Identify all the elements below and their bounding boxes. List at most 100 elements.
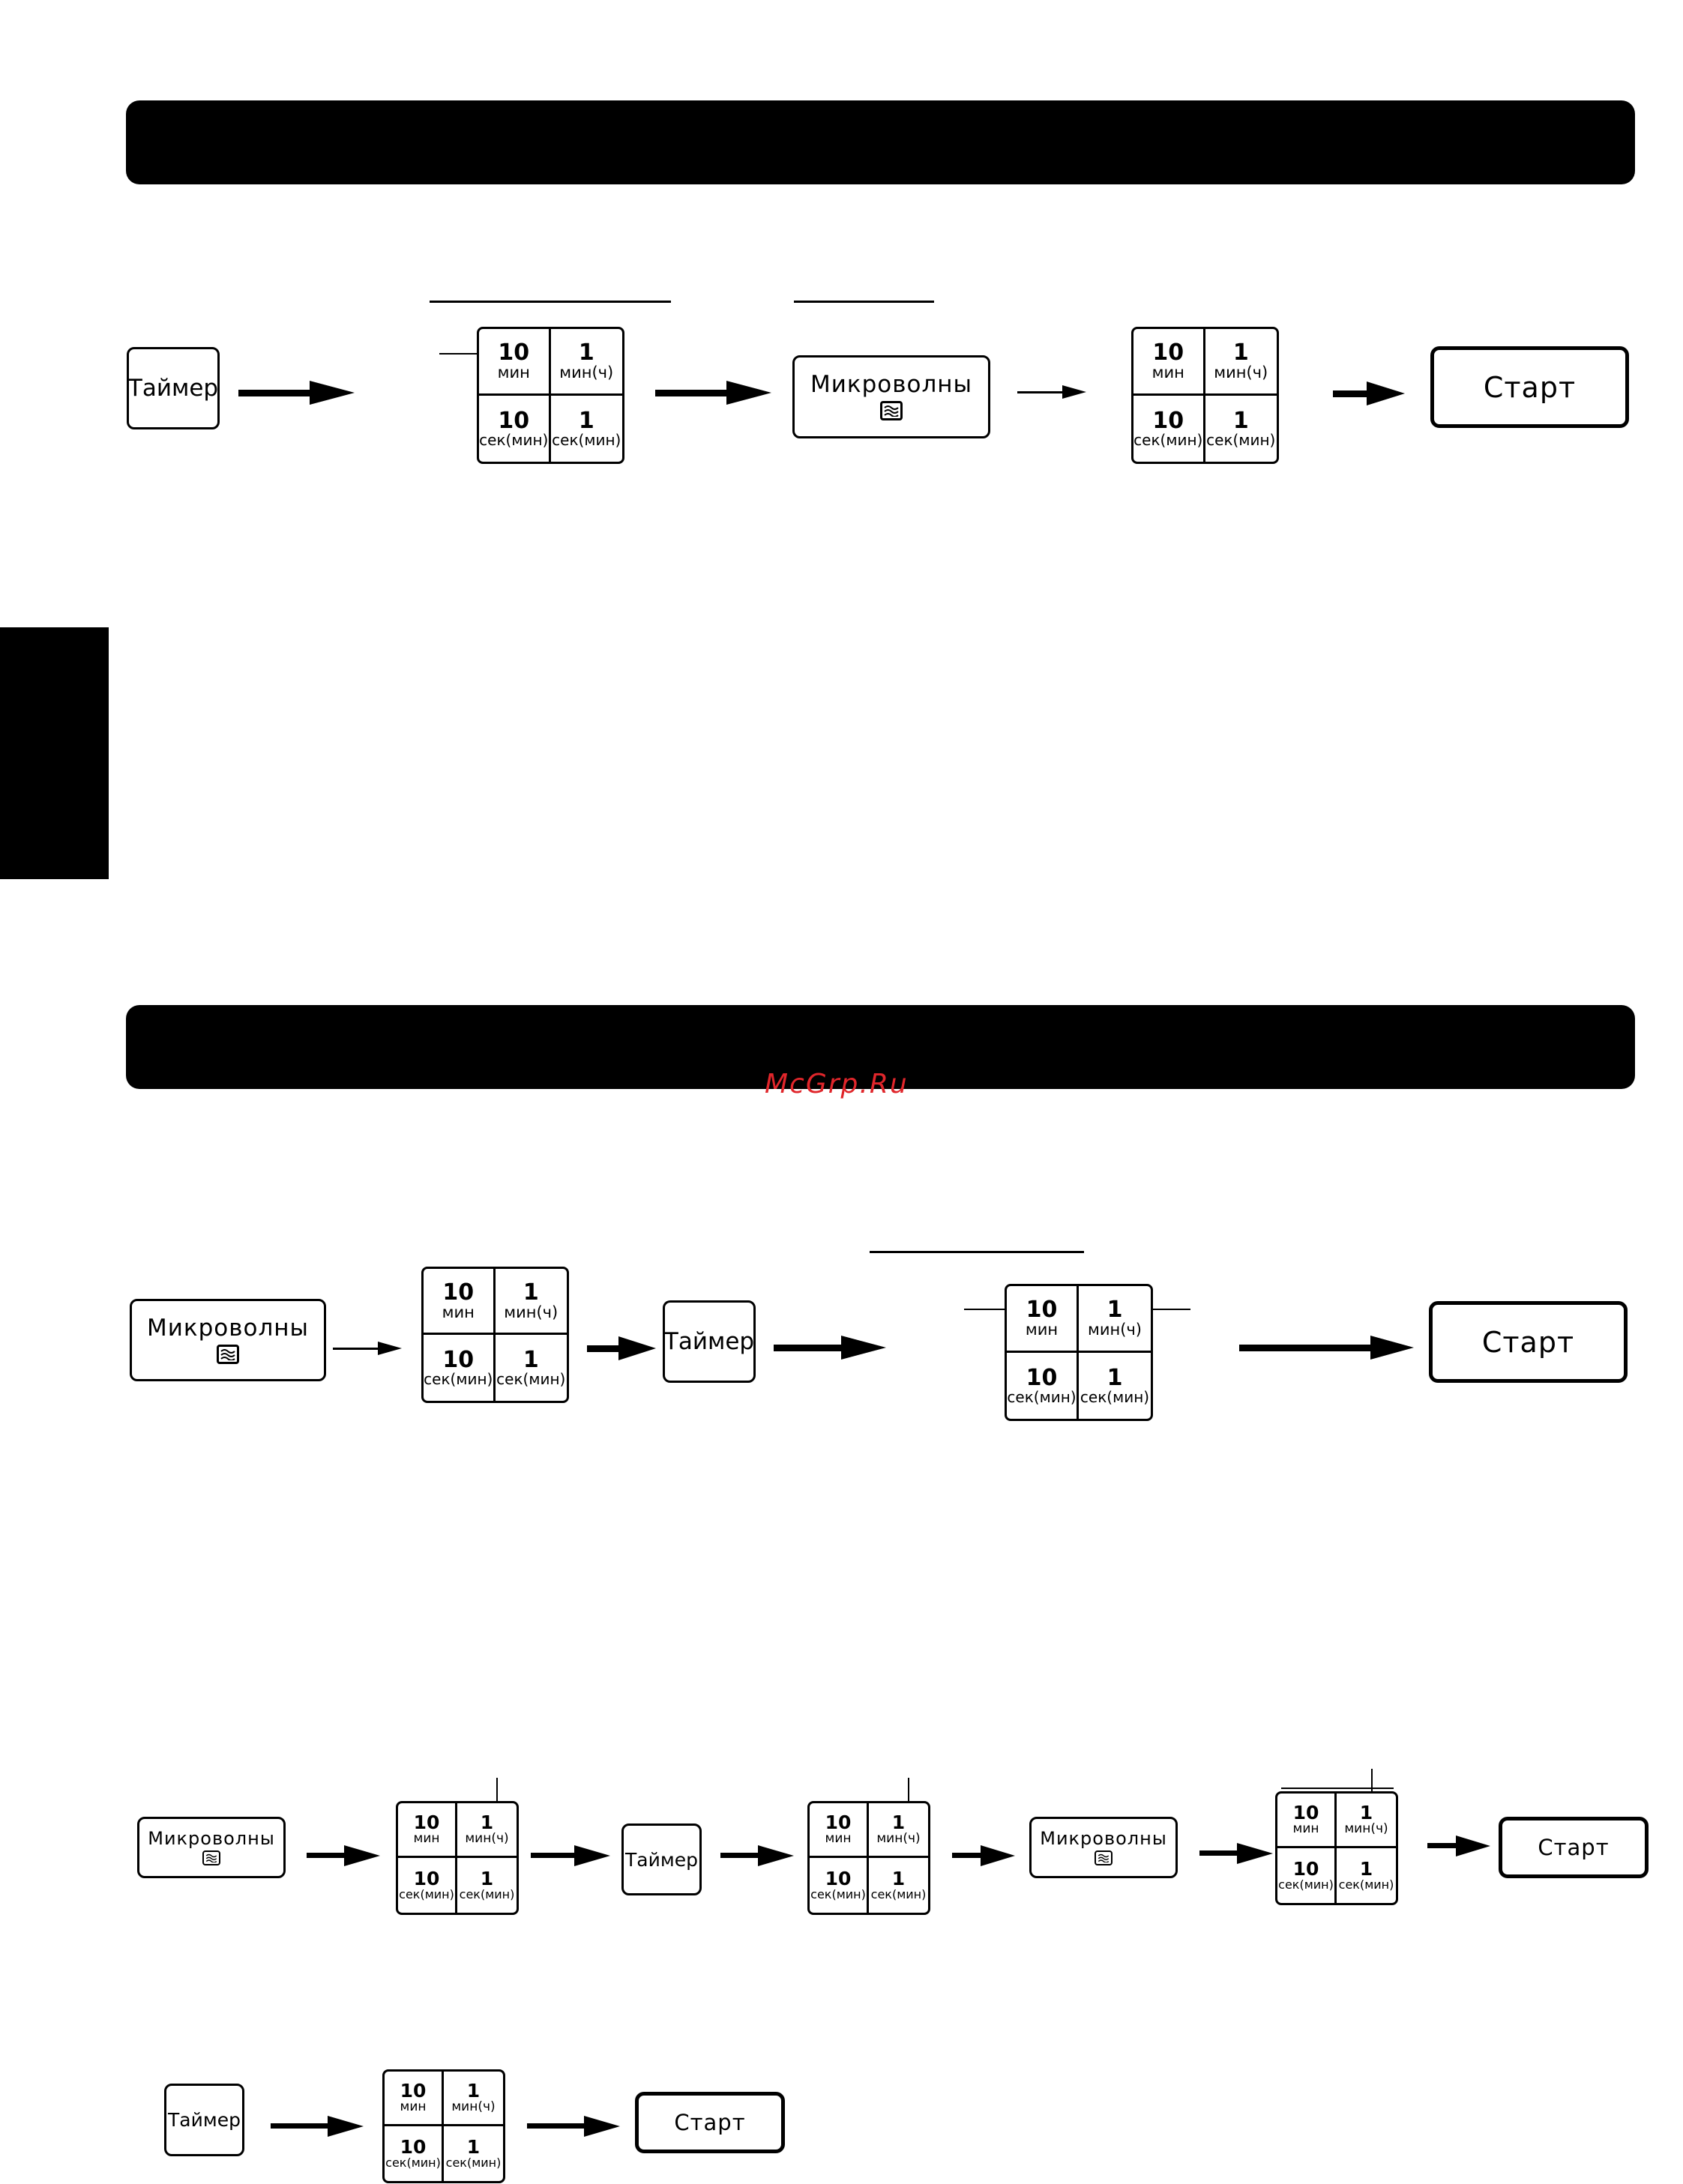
timer-label: Таймер xyxy=(168,2109,241,2131)
pointer-line xyxy=(1371,1769,1373,1794)
key-number: 1 xyxy=(480,1811,494,1833)
arrow-right-icon xyxy=(238,381,355,405)
timer-label: Таймер xyxy=(127,374,219,402)
arrow-right-icon xyxy=(587,1336,656,1360)
microwave-label: Микроволны xyxy=(1040,1828,1167,1849)
key-unit: мин(ч) xyxy=(1214,364,1268,382)
start-button[interactable]: Старт xyxy=(1430,346,1629,428)
start-button[interactable]: Старт xyxy=(635,2092,785,2153)
key-unit: мин(ч) xyxy=(451,2099,496,2115)
underline xyxy=(1281,1788,1394,1789)
key-number: 1 xyxy=(523,1279,539,1306)
underline xyxy=(794,301,934,303)
start-label: Старт xyxy=(1538,1834,1610,1860)
microwave-button[interactable]: Микроволны xyxy=(1029,1817,1178,1878)
arrow-right-icon xyxy=(1239,1336,1414,1360)
start-button[interactable]: Старт xyxy=(1429,1301,1628,1383)
pointer-line xyxy=(496,1778,498,1802)
timer-label: Таймер xyxy=(625,1848,698,1871)
key-number: 10 xyxy=(1152,339,1184,366)
key-number: 1 xyxy=(1107,1364,1123,1391)
pointer-line xyxy=(964,1309,1011,1310)
underline xyxy=(430,301,671,303)
microwave-button[interactable]: Микроволны xyxy=(792,355,990,438)
key-number: 1 xyxy=(891,1811,906,1833)
key-number: 10 xyxy=(825,1811,852,1833)
microwave-button[interactable]: Микроволны xyxy=(137,1817,286,1878)
key-number: 10 xyxy=(442,1346,475,1373)
start-button[interactable]: Старт xyxy=(1499,1817,1649,1878)
key-number: 10 xyxy=(400,2135,427,2158)
timer-button[interactable]: Таймер xyxy=(621,1823,702,1895)
key-unit: мин xyxy=(413,1831,440,1847)
key-number: 10 xyxy=(442,1279,475,1306)
key-unit: мин(ч) xyxy=(876,1831,921,1847)
key-number: 1 xyxy=(466,2135,481,2158)
key-number: 10 xyxy=(498,407,530,434)
timer-button[interactable]: Таймер xyxy=(164,2084,244,2156)
arrow-right-icon xyxy=(1199,1843,1273,1864)
key-number: 10 xyxy=(1292,1801,1319,1823)
key-number: 10 xyxy=(400,2079,427,2102)
microwave-label: Микроволны xyxy=(810,371,973,398)
key-number: 10 xyxy=(1026,1296,1058,1323)
key-number: 1 xyxy=(578,339,594,366)
key-number: 1 xyxy=(480,1867,494,1889)
timer-button[interactable]: Таймер xyxy=(127,347,220,429)
start-label: Старт xyxy=(1481,1325,1575,1359)
arrow-right-icon xyxy=(952,1845,1015,1866)
key-unit: мин(ч) xyxy=(1087,1321,1142,1339)
arrow-right-icon xyxy=(1427,1835,1490,1856)
pointer-line xyxy=(439,353,484,355)
underline xyxy=(870,1251,1084,1253)
microwave-wave-icon xyxy=(1095,1850,1113,1865)
key-unit: мин xyxy=(400,2099,427,2115)
key-unit: сек(мин) xyxy=(399,1887,454,1902)
key-unit: сек(мин) xyxy=(445,2156,502,2171)
key-unit: сек(мин) xyxy=(870,1887,927,1902)
key-unit: сек(мин) xyxy=(385,2156,441,2171)
timer-button[interactable]: Таймер xyxy=(663,1300,756,1383)
key-unit: мин(ч) xyxy=(465,1831,509,1847)
microwave-button[interactable]: Микроволны xyxy=(130,1299,326,1381)
microwave-label: Микроволны xyxy=(146,1314,310,1342)
key-unit: сек(мин) xyxy=(496,1370,566,1389)
